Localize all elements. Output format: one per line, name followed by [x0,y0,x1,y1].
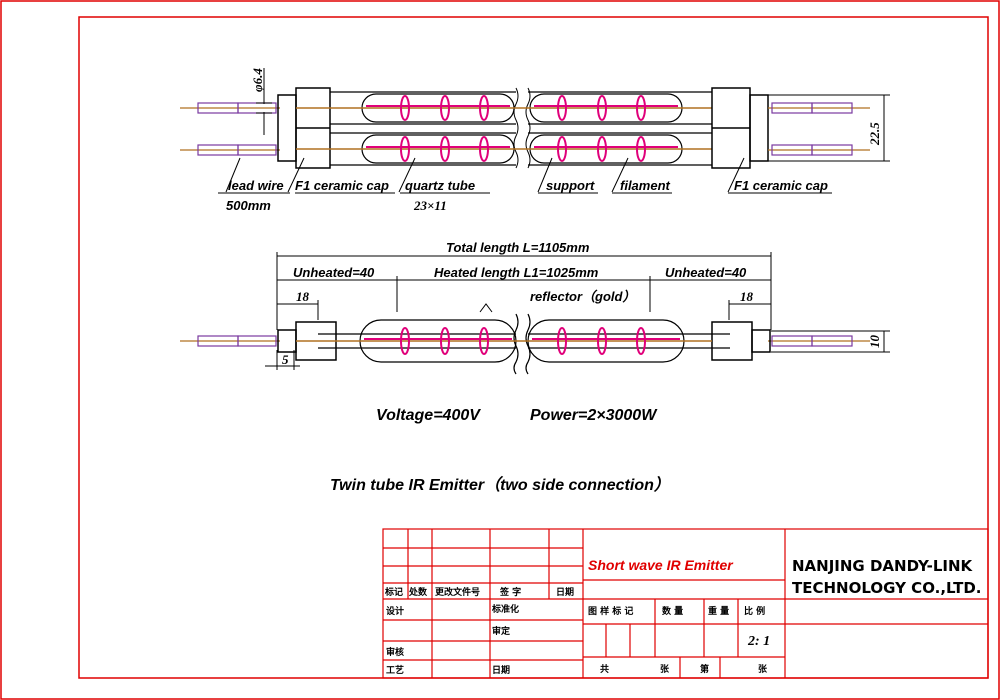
weight-label: 重 量 [708,605,729,617]
design-label: 设计 [386,605,404,617]
product-name: Short wave IR Emitter [588,557,734,573]
height-label: 22.5 [867,122,882,146]
ceramic-cap-right [711,87,769,169]
qty-label: 数 量 [662,605,683,617]
leaders-top [218,157,832,194]
top-view: φ6.4 22.5 lead wire 500mm F1 ceramic cap… [180,68,890,213]
quartz-tube-top [296,87,712,169]
quartz-tube-label: quartz tube [405,178,475,193]
total-length-label: Total length L=1105mm [446,240,590,255]
drawing-title: Twin tube IR Emitter（two side connection… [330,475,670,494]
dim-18-right: 18 [740,289,754,304]
lead-wires-left [180,102,280,156]
scale-label: 比 例 [744,605,765,617]
title-block [382,528,989,679]
lead-wire-label: lead wire [228,178,284,193]
cap-right-label: F1 ceramic cap [734,178,828,193]
unheated-right-label: Unheated=40 [665,265,747,280]
company-line-1: NANJING DANDY-LINK [792,557,974,575]
process-label: 工艺 [386,664,404,676]
phi-dimension [256,68,272,135]
height-dimension [768,94,890,162]
total-label: 共 [600,663,609,675]
date-label: 日期 [492,664,510,676]
hdr-sign: 签 字 [499,586,521,598]
side-view: Total length L=1105mm Unheated=40 Heated… [180,240,890,375]
cap-left-label: F1 ceramic cap [295,178,389,193]
dimension-lines [265,252,890,370]
hdr-mark: 标记 [384,586,403,598]
phi-label: φ6.4 [250,68,265,92]
stage-label: 图 样 标 记 [588,605,633,617]
hdr-date: 日期 [556,586,574,598]
dim-10-label: 10 [867,335,882,349]
support-label: support [546,178,595,193]
heated-length-label: Heated length L1=1025mm [434,265,599,280]
quartz-size-label: 23×11 [413,198,447,213]
power-spec: Power=2×3000W [530,407,658,424]
approve-label: 审定 [492,625,511,637]
unheated-left-label: Unheated=40 [293,265,375,280]
sheet2-label: 张 [758,663,768,675]
filament-label: filament [620,178,671,193]
check-label: 审核 [386,646,404,658]
lead-wires-right [768,102,870,156]
hdr-doc: 更改文件号 [435,586,480,598]
reflector-label: reflector（gold） [530,289,635,304]
dim-5-label: 5 [282,352,289,367]
ceramic-cap-left [277,87,331,169]
voltage-spec: Voltage=400V [376,407,481,424]
dim-18-left: 18 [296,289,310,304]
hdr-count: 处数 [408,586,428,598]
sheet-label: 张 [660,663,670,675]
scale-value: 2: 1 [747,634,770,649]
page-label: 第 [700,663,709,675]
standard-label: 标准化 [491,603,519,615]
lead-length-label: 500mm [226,198,271,213]
company-line-2: TECHNOLOGY CO.,LTD. [792,579,981,597]
